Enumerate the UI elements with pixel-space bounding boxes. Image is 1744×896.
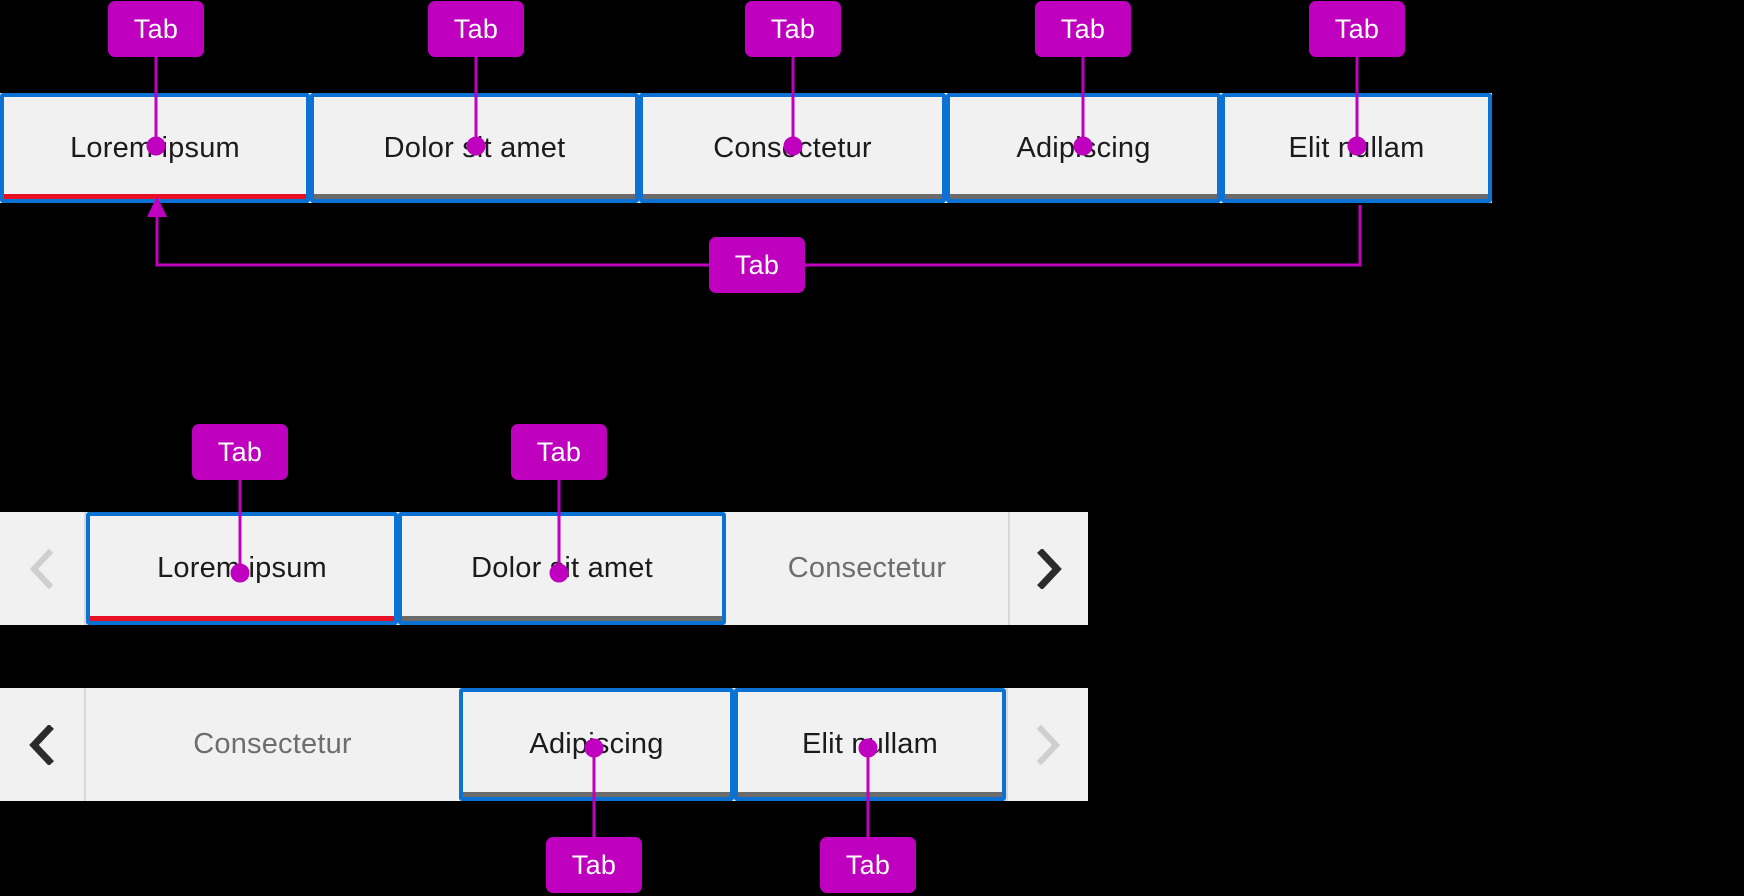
callout-tab-2: Tab bbox=[428, 1, 524, 57]
scroll-right-divider bbox=[1008, 512, 1010, 625]
tab-elit-nullam[interactable]: Elit nullam bbox=[734, 688, 1006, 801]
tab-label: Dolor sit amet bbox=[383, 131, 566, 164]
callout-tab-6: Tab bbox=[192, 424, 288, 480]
callout-label: Tab bbox=[217, 436, 263, 467]
callout-tab-7: Tab bbox=[511, 424, 607, 480]
callout-tab-9: Tab bbox=[820, 837, 916, 893]
tab-bottom-bar bbox=[738, 792, 1002, 797]
tab-consectetur[interactable]: Consectetur bbox=[86, 688, 459, 801]
scroll-right-button[interactable] bbox=[1010, 512, 1088, 625]
tab-label: Elit nullam bbox=[802, 728, 938, 760]
chevron-right-icon bbox=[1036, 724, 1061, 765]
tab-bottom-bar bbox=[402, 616, 722, 621]
scroll-right-divider bbox=[1006, 688, 1008, 801]
scroll-left-button[interactable] bbox=[0, 688, 84, 801]
scroll-left-button[interactable] bbox=[0, 512, 84, 625]
callout-label: Tab bbox=[133, 13, 179, 44]
tab-label: Adipiscing bbox=[529, 728, 664, 760]
full-tab-strip: Lorem ipsum Dolor sit amet Consectetur A… bbox=[0, 93, 1492, 203]
callout-tab-1: Tab bbox=[108, 1, 204, 57]
tab-adipiscing[interactable]: Adipiscing bbox=[459, 688, 734, 801]
callout-tab-5: Tab bbox=[1309, 1, 1405, 57]
tab-label: Adipiscing bbox=[1016, 131, 1151, 164]
tab-elit-nullam[interactable]: Elit nullam bbox=[1221, 93, 1492, 203]
tab-adipiscing[interactable]: Adipiscing bbox=[946, 93, 1221, 203]
tab-bottom-bar bbox=[643, 194, 942, 199]
tab-lorem-ipsum[interactable]: Lorem ipsum bbox=[86, 512, 398, 625]
tab-bottom-bar bbox=[1225, 194, 1488, 199]
callout-tablist: Tab bbox=[709, 237, 805, 293]
tab-label: Lorem ipsum bbox=[157, 552, 327, 584]
tab-dolor-sit-amet[interactable]: Dolor sit amet bbox=[310, 93, 639, 203]
tab-dolor-sit-amet[interactable]: Dolor sit amet bbox=[398, 512, 726, 625]
tab-bottom-bar bbox=[463, 792, 730, 797]
chevron-right-icon bbox=[1037, 548, 1062, 589]
callout-label: Tab bbox=[453, 13, 499, 44]
callout-tab-8: Tab bbox=[546, 837, 642, 893]
scroll-right-button[interactable] bbox=[1008, 688, 1088, 801]
callout-label: Tab bbox=[536, 436, 582, 467]
selected-indicator bbox=[4, 194, 306, 199]
scroll-left-divider bbox=[84, 512, 86, 625]
selected-indicator bbox=[90, 616, 394, 621]
tab-lorem-ipsum[interactable]: Lorem ipsum bbox=[0, 93, 310, 203]
tab-bottom-bar bbox=[950, 194, 1217, 199]
callout-label: Tab bbox=[1334, 13, 1380, 44]
callout-label: Tab bbox=[770, 13, 816, 44]
chevron-left-icon bbox=[29, 548, 54, 589]
tab-label: Consectetur bbox=[787, 552, 947, 584]
scrollable-tab-strip-end: Consectetur Adipiscing Elit nullam bbox=[0, 688, 1088, 801]
chevron-left-icon bbox=[29, 724, 54, 765]
callout-label: Tab bbox=[845, 849, 891, 880]
callout-label: Tab bbox=[1060, 13, 1106, 44]
tab-label: Lorem ipsum bbox=[70, 131, 240, 164]
tab-bottom-bar bbox=[314, 194, 635, 199]
scrollable-tab-strip-start: Lorem ipsum Dolor sit amet Consectetur bbox=[0, 512, 1088, 625]
scroll-left-divider bbox=[84, 688, 86, 801]
tab-consectetur[interactable]: Consectetur bbox=[639, 93, 946, 203]
callout-label: Tab bbox=[734, 249, 780, 280]
tab-consectetur[interactable]: Consectetur bbox=[726, 512, 1008, 625]
callout-label: Tab bbox=[571, 849, 617, 880]
tab-label: Elit nullam bbox=[1288, 131, 1425, 164]
tab-label: Consectetur bbox=[193, 728, 352, 760]
callout-tab-3: Tab bbox=[745, 1, 841, 57]
tab-label: Consectetur bbox=[713, 131, 872, 164]
callout-tab-4: Tab bbox=[1035, 1, 1131, 57]
tab-label: Dolor sit amet bbox=[471, 552, 653, 584]
